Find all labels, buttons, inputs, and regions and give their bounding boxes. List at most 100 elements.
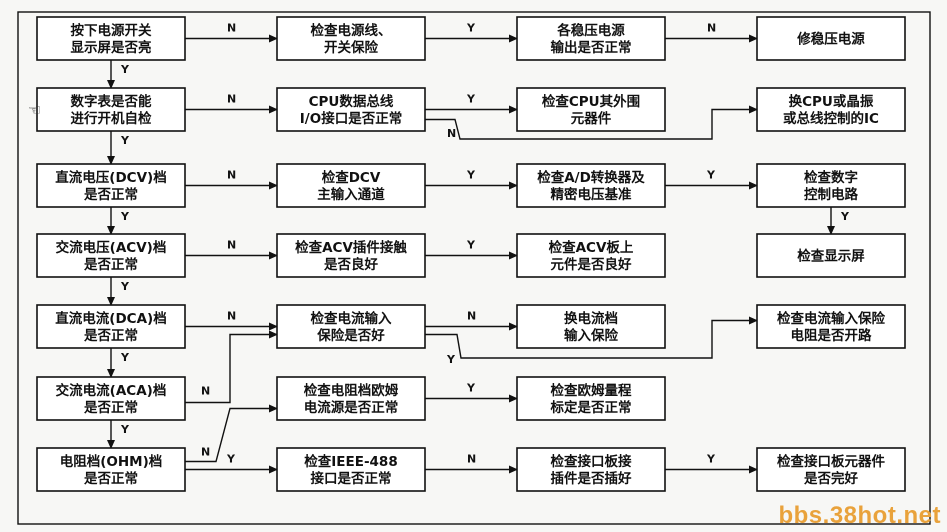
flow-box-text: 电流源是否正常: [304, 399, 399, 416]
flow-box-frame: [756, 233, 906, 278]
flow-box-text: 各稳压电源: [556, 22, 625, 39]
flow-box-text: 检查电流输入: [311, 310, 392, 327]
edge-label-aca-to-cur_fuse: N: [201, 385, 210, 398]
edge-label-dcv-to-dcv_in: N: [227, 169, 236, 182]
flow-box-text: 检查电阻档欧姆: [304, 382, 399, 399]
flow-box-text: 检查IEEE-488: [304, 453, 397, 470]
flow-box-frame: [516, 16, 666, 61]
flow-box-frame: [36, 16, 186, 61]
flow-box-frame: [36, 233, 186, 278]
edge-label-adc-to-digital: Y: [706, 169, 716, 182]
flow-box-text: 检查电源线、: [311, 22, 392, 39]
flow-box-text: 元件是否良好: [551, 256, 632, 273]
edge-label-dca-to-cur_fuse: N: [227, 310, 236, 323]
flow-box-text: 检查接口板元器件: [777, 453, 885, 470]
flow-box-text: 检查DCV: [322, 169, 381, 186]
flow-box-text: 检查ACV板上: [549, 239, 634, 256]
edge-label-chk_cord-to-reg_out: Y: [466, 22, 476, 35]
edge-label-cpu_bus-to-cpu_peri: Y: [466, 93, 476, 106]
flow-box-text: 是否正常: [84, 399, 138, 416]
flow-box-text: 是否正常: [84, 327, 138, 344]
flow-box-frame: [36, 87, 186, 132]
flow-box-text: 按下电源开关: [71, 22, 152, 39]
flow-box-text: 保险是否好: [316, 327, 385, 344]
flow-box-frame: [36, 376, 186, 421]
flow-box-frame: [756, 16, 906, 61]
flow-arrow-cpu_bus-to-swap_cpu: [425, 105, 758, 140]
flow-box-frame: [516, 376, 666, 421]
flow-box-text: 直流电流(DCA)档: [55, 310, 166, 327]
flow-box-frame: [276, 233, 426, 278]
flow-box-text: I/O接口是否正常: [300, 110, 402, 127]
flow-box-text: 精密电压基准: [551, 186, 632, 203]
flow-box-frame: [276, 304, 426, 349]
flow-box-fix_reg: 修稳压电源: [756, 16, 906, 61]
flow-box-text: 换电流档: [564, 310, 618, 327]
edge-label-aca-to-ohm: Y: [120, 423, 130, 436]
flow-box-text: 检查欧姆量程: [551, 382, 632, 399]
edge-label-power_on-to-chk_cord: N: [227, 22, 236, 35]
flow-box-text: 开关保险: [324, 39, 378, 56]
flow-box-frame: [516, 87, 666, 132]
flow-box-frame: [36, 304, 186, 349]
edge-label-acv_plug-to-acv_board: Y: [466, 239, 476, 252]
edge-label-dcv-to-acv: Y: [120, 210, 130, 223]
flow-box-frame: [36, 447, 186, 492]
flow-box-text: 检查CPU其外围: [542, 93, 640, 110]
flow-box-text: 控制电路: [804, 186, 858, 203]
flow-box-frame: [276, 447, 426, 492]
flow-box-frame: [516, 233, 666, 278]
edge-label-digital-to-display: Y: [840, 210, 850, 223]
flow-box-frame: [756, 163, 906, 208]
edge-label-cur_fuse-to-cur_res: Y: [446, 353, 456, 366]
flow-box-text: 检查接口板接: [551, 453, 632, 470]
flow-box-text: 电阻是否开路: [791, 327, 872, 344]
edge-label-reg_out-to-fix_reg: N: [707, 22, 716, 35]
flow-box-text: 标定是否正常: [550, 399, 632, 416]
flow-box-frame: [756, 87, 906, 132]
flow-box-frame: [756, 304, 906, 349]
flow-box-text: 插件是否插好: [551, 470, 632, 487]
flow-box-display: 检查显示屏: [756, 233, 906, 278]
edge-label-dca-to-aca: Y: [120, 351, 130, 364]
flow-box-chk_cord: 检查电源线、开关保险: [276, 16, 426, 61]
flow-arrow-ohm-to-ohm_src: [185, 404, 278, 463]
flow-box-text: 是否正常: [84, 186, 138, 203]
flow-box-text: 检查电流输入保险: [777, 310, 885, 327]
flow-box-text: 直流电压(DCV)档: [55, 169, 166, 186]
watermark: bbs.38hot.net: [778, 502, 941, 529]
edge-label-ieee-to-iface_plug: N: [467, 453, 476, 466]
flow-box-frame: [276, 16, 426, 61]
flow-arrow-aca-to-cur_fuse: [185, 330, 278, 404]
flow-box-text: 检查A/D转换器及: [537, 169, 645, 186]
edge-label-cpu_bus-to-swap_cpu: N: [447, 127, 456, 140]
flow-box-frame: [276, 376, 426, 421]
flow-box-text: 是否正常: [84, 470, 138, 487]
edge-label-ohm-to-ieee: Y: [226, 453, 236, 466]
edge-label-selftest-to-cpu_bus: N: [227, 93, 236, 106]
flow-box-text: 或总线控制的IC: [783, 110, 879, 127]
flow-box-text: 接口是否正常: [311, 470, 392, 487]
edge-label-selftest-to-dcv: Y: [120, 134, 130, 147]
pointing-hand-icon: ☜: [28, 101, 42, 119]
